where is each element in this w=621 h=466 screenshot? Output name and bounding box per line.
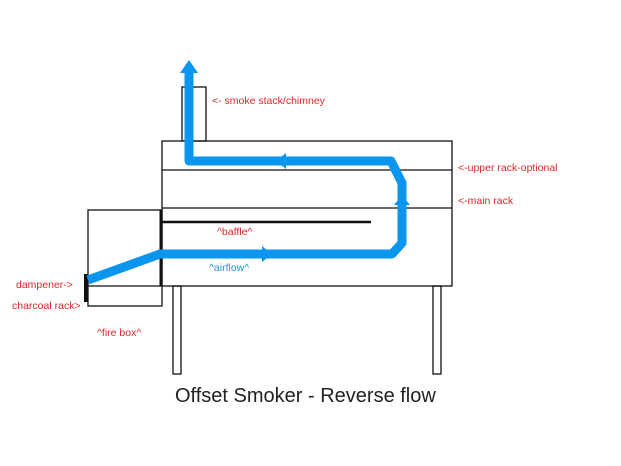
smoke-stack-label: <- smoke stack/chimney xyxy=(212,95,326,107)
dampener-label: dampener-> xyxy=(16,279,73,291)
right-leg xyxy=(432,285,442,375)
fire-box-label: ^fire box^ xyxy=(97,327,141,339)
diagram-caption: Offset Smoker - Reverse flow xyxy=(175,385,436,407)
upper-rack-label: <-upper rack-optional xyxy=(458,162,558,174)
airflow-up-arrowhead xyxy=(394,195,410,205)
dampener xyxy=(84,274,88,302)
airflow-right-arrowhead xyxy=(262,246,272,262)
airflow-left-arrowhead xyxy=(276,153,286,169)
smoke-stack xyxy=(181,86,207,142)
baffle-label: ^baffle^ xyxy=(217,226,252,238)
airflow-label: ^airflow^ xyxy=(209,262,249,274)
airflow-path xyxy=(86,72,407,285)
main-rack-label: <-main rack xyxy=(458,195,514,207)
charcoal-rack-label: charcoal rack> xyxy=(12,300,81,312)
smoke-exit-arrowhead xyxy=(180,60,198,73)
left-leg xyxy=(172,285,182,375)
